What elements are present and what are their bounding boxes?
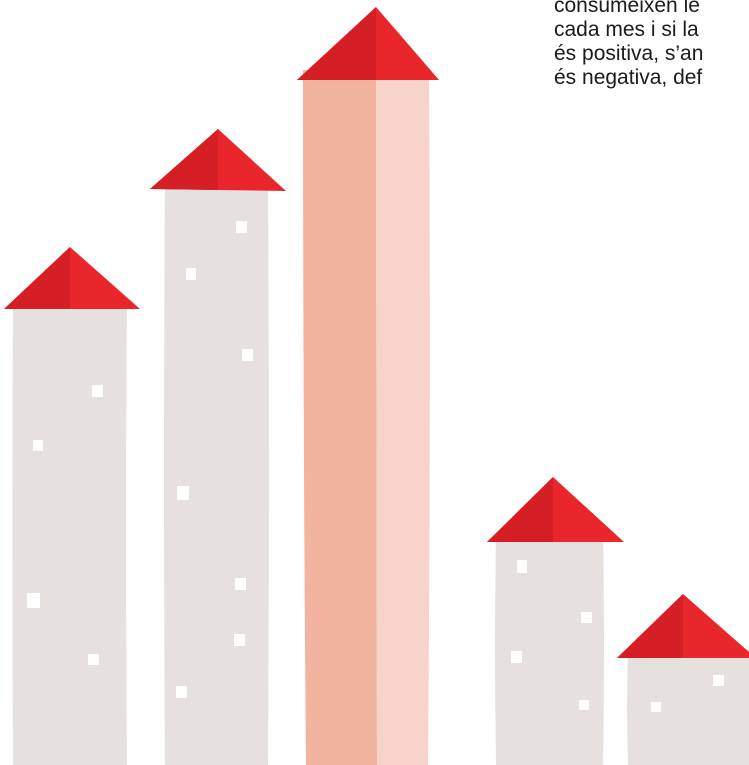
- text-line-3: és positiva, s’an: [554, 42, 704, 65]
- roof-icon: [4, 247, 140, 309]
- window-icon: [27, 593, 40, 608]
- window-icon: [517, 560, 527, 573]
- tower-2: [150, 129, 286, 765]
- window-icon: [88, 654, 99, 665]
- window-icon: [236, 221, 247, 233]
- window-icon: [176, 686, 187, 698]
- tower-3: [297, 7, 439, 765]
- text-fragment: consumeixen le cada mes i si la és posit…: [554, 0, 749, 90]
- window-icon: [235, 578, 246, 590]
- window-icon: [579, 700, 589, 710]
- window-icon: [92, 385, 103, 397]
- text-line-2: cada mes i si la: [554, 18, 699, 41]
- text-line-1: consumeixen le: [554, 0, 700, 17]
- roof-icon: [487, 477, 624, 542]
- window-icon: [33, 440, 43, 451]
- tower-1: [4, 247, 140, 765]
- text-line-4: és negativa, def: [554, 66, 703, 89]
- window-icon: [511, 651, 522, 663]
- roof-icon: [150, 129, 286, 191]
- window-icon: [651, 702, 661, 712]
- roof-icon: [297, 7, 439, 80]
- window-icon: [242, 349, 253, 361]
- tower-4: [487, 477, 624, 765]
- window-icon: [581, 612, 592, 623]
- window-icon: [713, 675, 724, 686]
- window-icon: [177, 486, 189, 500]
- roof-icon: [617, 594, 749, 658]
- window-icon: [234, 634, 245, 646]
- tower-5: [617, 594, 749, 765]
- window-icon: [186, 268, 196, 280]
